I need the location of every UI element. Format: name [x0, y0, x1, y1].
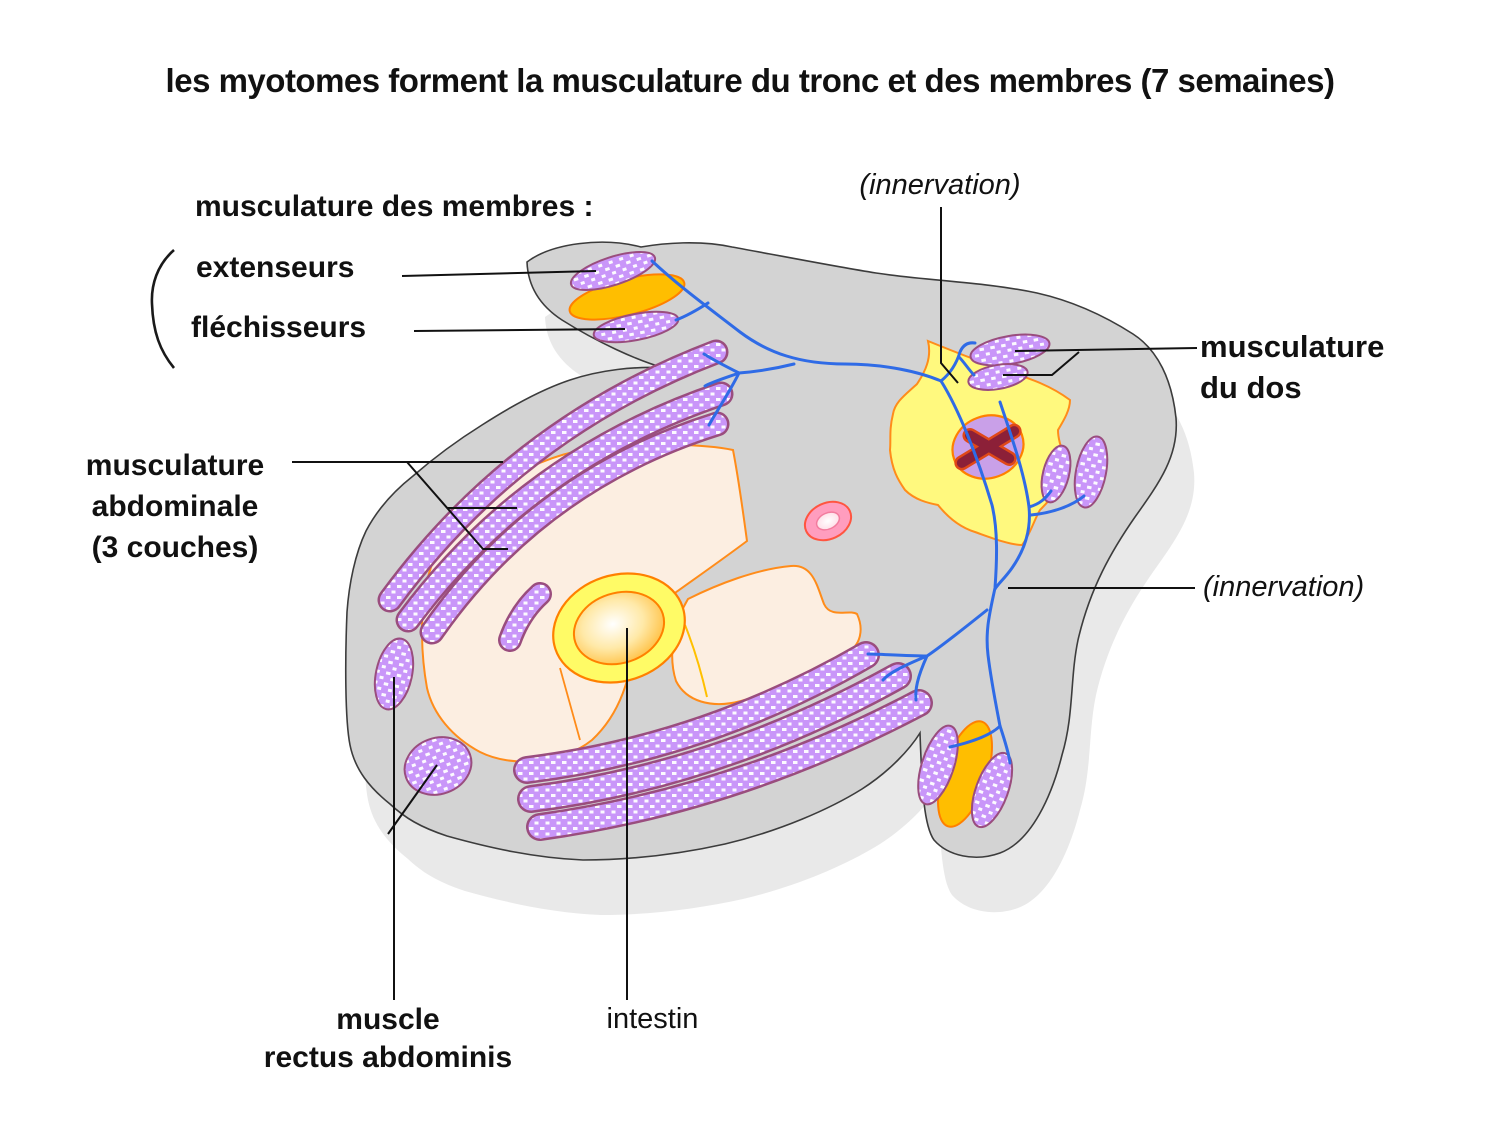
extensor-muscle: [569, 250, 657, 292]
leader-innervation-top: [940, 207, 959, 384]
diagram-title: les myotomes forment la musculature du t…: [165, 62, 1335, 99]
notochord: [803, 500, 853, 542]
neural-canal-x: [954, 423, 1022, 471]
label-dos-line1: musculature: [1200, 329, 1385, 364]
label-rectus-line2: rectus abdominis: [263, 1041, 513, 1074]
label-dos-line2: du dos: [1200, 370, 1302, 405]
label-musculature-dos: musculature du dos: [1200, 326, 1384, 408]
back-muscles: [967, 333, 1109, 509]
lower-limb-muscle-1: [917, 724, 959, 806]
label-extenseurs: extenseurs: [196, 251, 355, 284]
label-innervation-top: (innervation): [859, 169, 1021, 201]
nerve-abdominal-twig-2: [703, 371, 741, 388]
leader-lines: [292, 207, 1198, 1000]
nerve-lower-twig-2: [881, 654, 929, 682]
label-intestin: intestin: [606, 1003, 699, 1035]
nerve-back-twig-4: [1029, 494, 1086, 517]
leader-flechisseurs: [413, 328, 626, 332]
nerve-flexor-twig: [674, 301, 710, 322]
nerve-back-twig-2: [957, 355, 976, 377]
neural-tube: [951, 414, 1025, 480]
leader-abdominale-3: [406, 461, 508, 550]
label-rectus-line1: muscle: [336, 1003, 440, 1036]
label-muscle-rectus-abdominis: muscle rectus abdominis: [238, 1001, 538, 1077]
spinal-nerves: [650, 259, 1086, 765]
abdominal-muscle-layers-lower: [513, 641, 933, 841]
leader-extenseurs: [401, 270, 597, 277]
label-musculature-abdominale: musculature abdominale (3 couches): [50, 445, 300, 568]
rectus-abdominis-muscle-2: [403, 736, 473, 796]
leader-dos-2: [1003, 351, 1080, 376]
leader-dos-1: [1014, 347, 1198, 352]
cavity-fold-line: [559, 667, 581, 741]
label-musculature-membres: musculature des membres :: [195, 190, 594, 223]
nerve-back-twig-3: [1027, 489, 1053, 509]
label-abdominale-line3: (3 couches): [91, 531, 259, 564]
abdominal-muscle-layers-upper: [377, 339, 734, 652]
rectus-abdominis-muscle-1: [373, 637, 415, 711]
label-flechisseurs: fléchisseurs: [191, 311, 367, 344]
leader-rectus-diagonal: [387, 764, 438, 835]
label-abdominale-line1: musculature: [85, 449, 265, 482]
nerve-limb-twig-1: [948, 724, 1002, 749]
label-abdominale-line2: abdominale: [91, 490, 259, 523]
nerve-trunk-descending: [939, 379, 1002, 728]
nerve-limb-twig-2: [998, 724, 1012, 765]
mesentery-line: [684, 624, 708, 698]
nerve-abdominal-twig-3: [707, 371, 741, 427]
nerve-lower-twig-3: [914, 654, 929, 702]
nerve-trunk-upper: [650, 259, 943, 383]
label-innervation-right: (innervation): [1203, 571, 1365, 603]
nerve-arc-2: [993, 400, 1031, 591]
lower-limb-muscle-2: [970, 751, 1014, 829]
gut: [552, 572, 686, 684]
brace-membres: [150, 249, 176, 369]
